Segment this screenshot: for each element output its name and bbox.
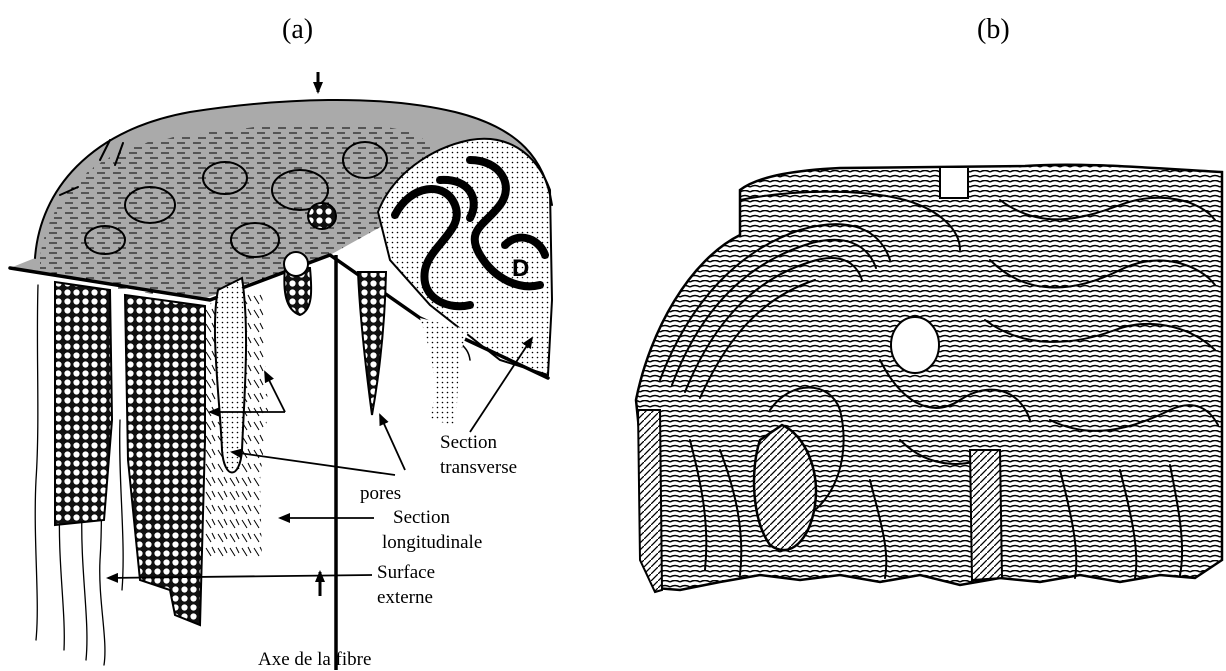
label-axe-fibre: Axe de la fibre xyxy=(258,649,371,670)
panel-b-label: (b) xyxy=(977,14,1010,45)
top-notch xyxy=(940,168,968,198)
stippled-zone xyxy=(420,318,470,425)
needle-pore xyxy=(358,272,386,415)
left-hatched-band xyxy=(638,410,662,592)
arrow-pores-4 xyxy=(265,372,285,412)
label-section-longitudinale-2: longitudinale xyxy=(382,532,482,553)
right-hatched-band xyxy=(970,450,1002,580)
annotation-labels-a: Section transverse pores Section longitu… xyxy=(258,432,517,670)
cell-column-1 xyxy=(55,282,112,525)
label-surface-externe-1: Surface xyxy=(377,562,435,583)
fiber-drawing-a: D xyxy=(10,72,552,670)
panel-b: (b) xyxy=(636,14,1222,592)
upper-void xyxy=(891,317,939,373)
label-section-transverse-2: transverse xyxy=(440,457,517,478)
cap-pore xyxy=(308,203,336,229)
label-surface-externe-2: externe xyxy=(377,587,433,608)
lamellar-structure-drawing xyxy=(636,165,1222,592)
block-outline xyxy=(636,165,1222,590)
label-section-transverse-1: Section xyxy=(440,432,497,453)
label-section-longitudinale-1: Section xyxy=(393,507,450,528)
panel-a-label: (a) xyxy=(282,14,313,45)
arrow-pores-1 xyxy=(380,415,405,470)
cap-bubble xyxy=(284,252,308,276)
panel-a: (a) xyxy=(10,14,552,670)
cell-column-2 xyxy=(125,295,205,625)
label-pores: pores xyxy=(360,483,401,504)
d-region-label: D xyxy=(512,255,529,282)
